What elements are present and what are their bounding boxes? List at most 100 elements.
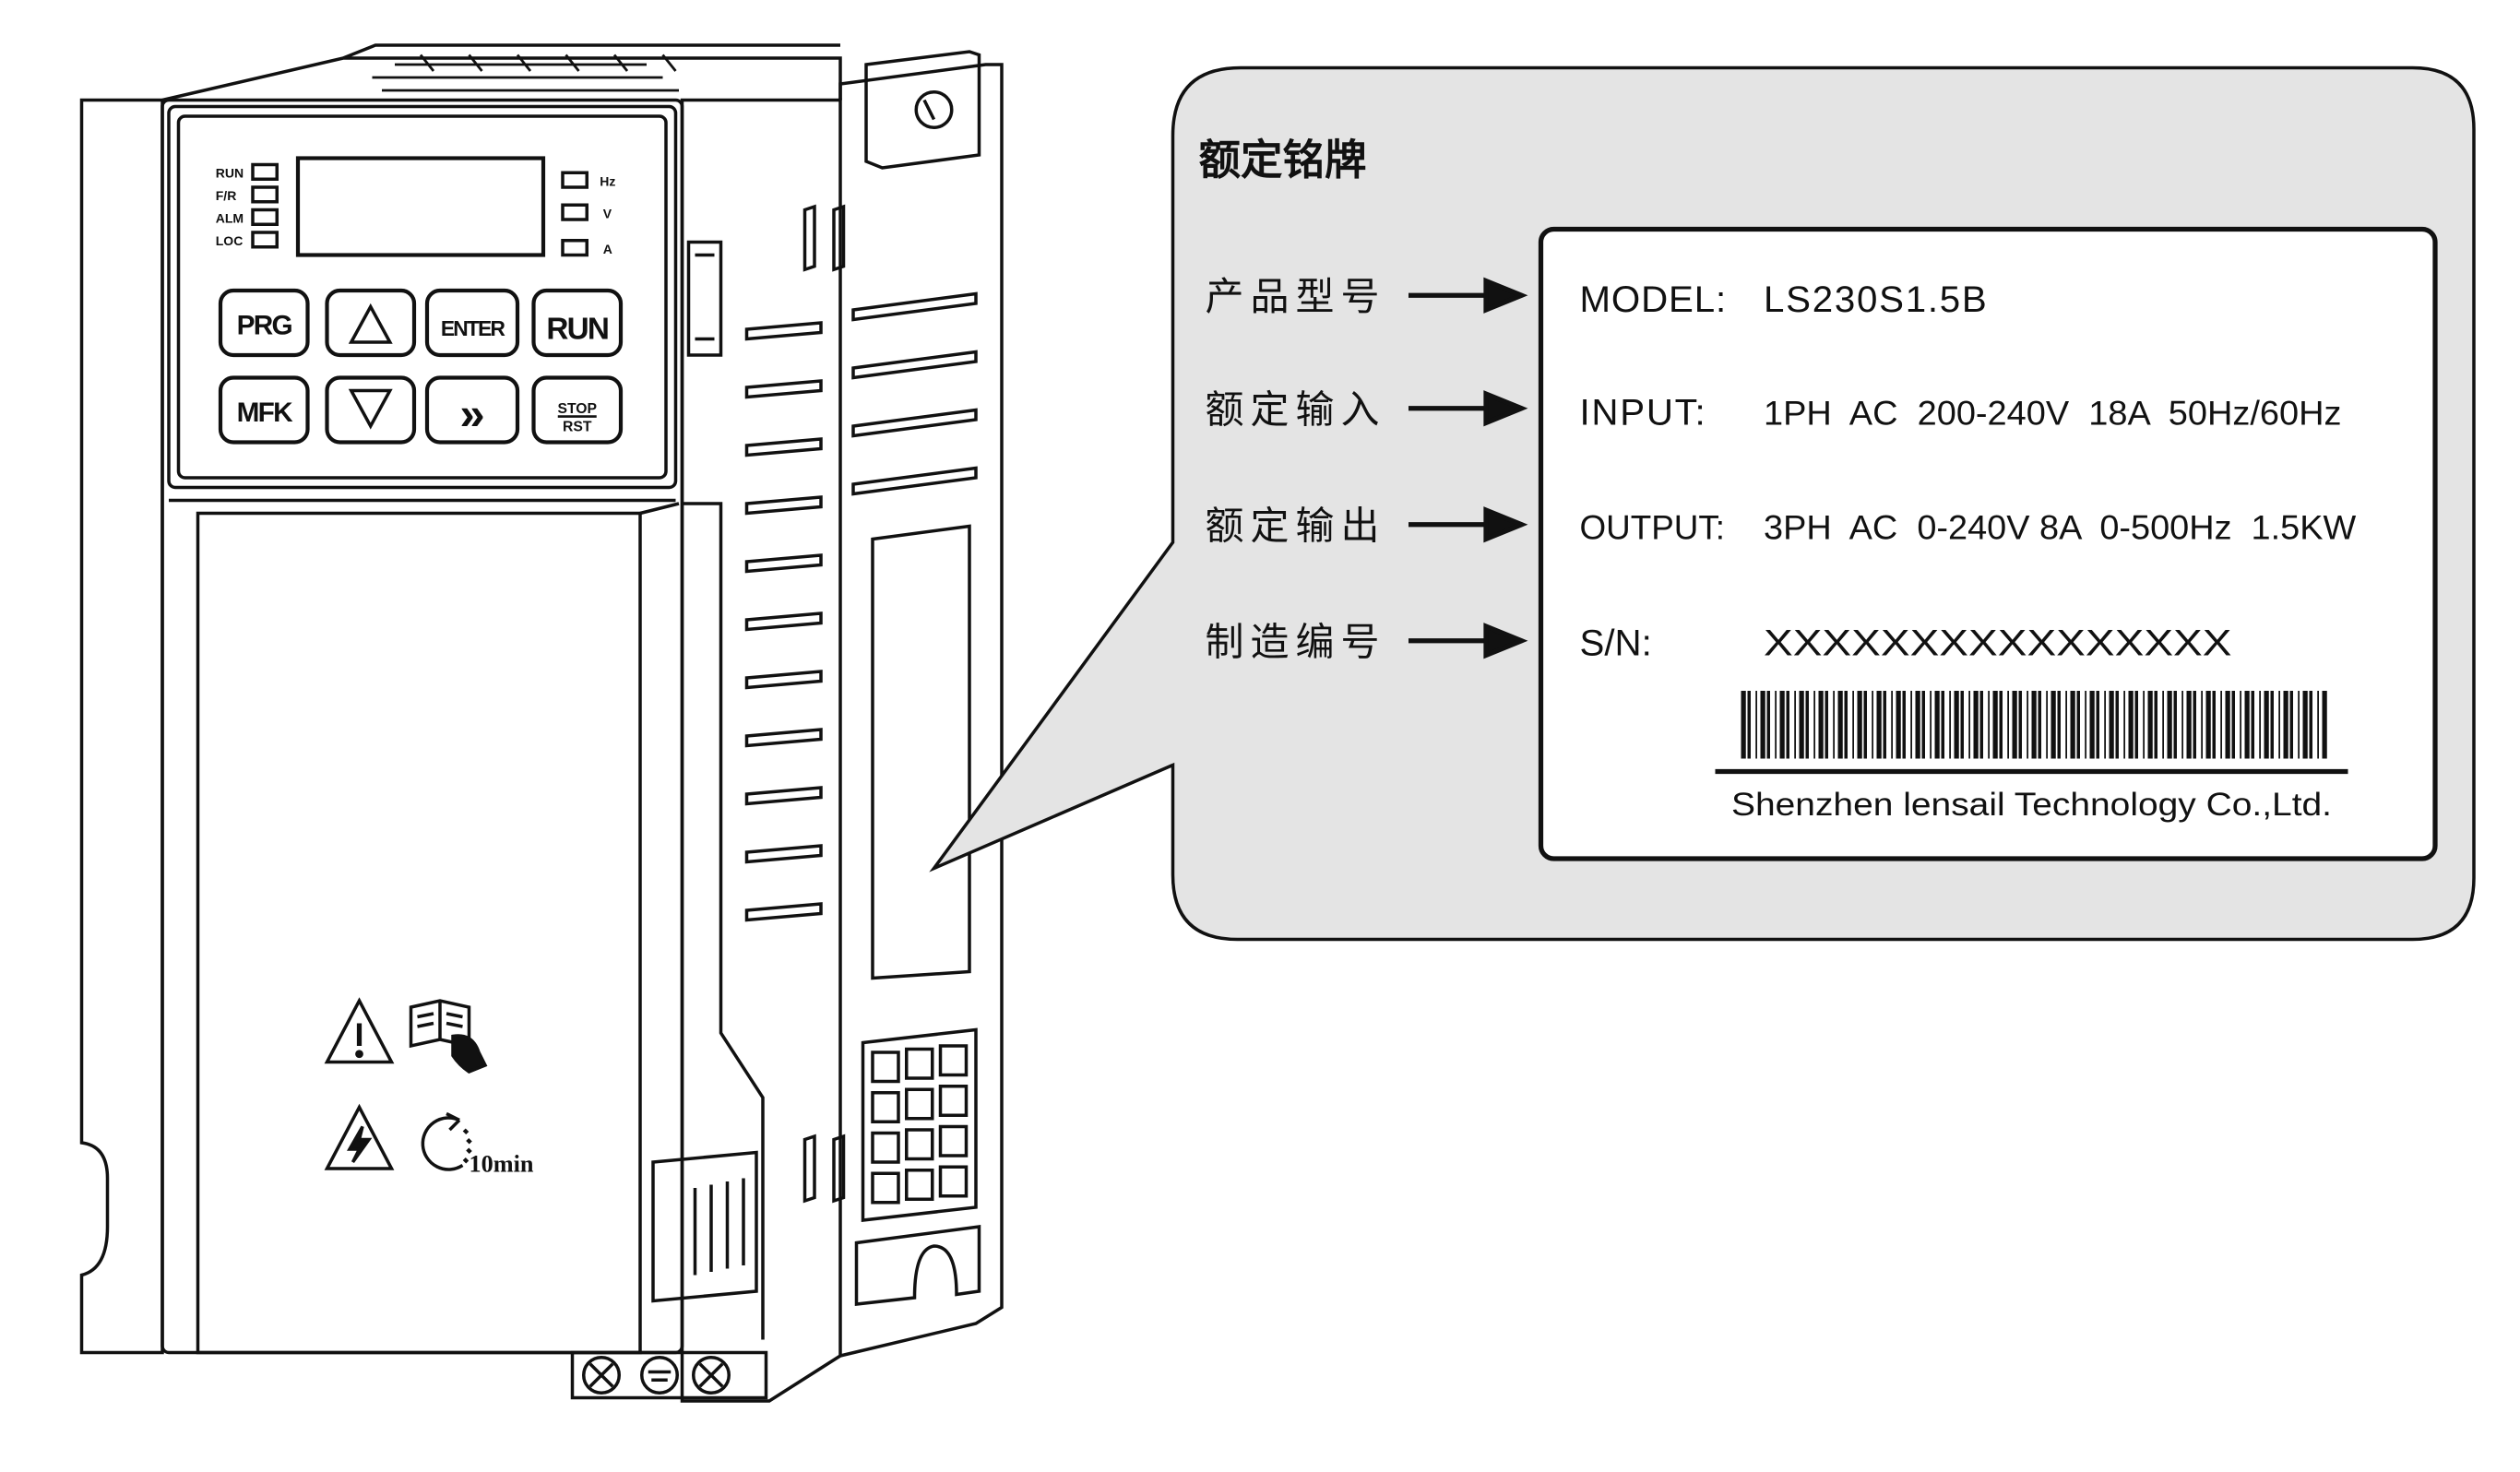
barcode-bar [2134,691,2138,759]
barcode-bar [1992,691,1998,759]
barcode-bar [1883,691,1886,759]
led-alm [251,208,279,226]
inverter-drawing [79,43,1004,1403]
arrow-icon [1483,506,1528,543]
arrow-icon [1483,277,1528,314]
led-label-v: V [603,206,612,220]
warning-symbols [324,997,488,1171]
barcode-bar [1910,691,1912,759]
terminal-cell [938,1165,969,1198]
barcode-bar [2278,691,2280,759]
enter-key[interactable] [424,288,520,358]
barcode-bar [1818,691,1824,759]
led-display [295,156,546,257]
barcode-bar [1755,691,1757,759]
barcode-bar [2231,691,2235,759]
barcode-bar [2038,691,2041,759]
mfk-key[interactable] [218,375,310,445]
barcode-bar [2173,691,2177,759]
barcode-bar [2007,691,2009,759]
barcode-bar [2220,691,2222,759]
barcode-bar [1825,691,1828,759]
top-vents [372,53,679,92]
led-label-a: A [603,242,612,256]
led-v [561,203,588,221]
barcode-bar [1799,691,1804,759]
down-key[interactable] [325,375,417,445]
vent-slot [744,321,823,341]
keypad-face [176,114,668,480]
callout-serial: 制造编号 [1206,620,1386,665]
nameplate-fields: MODEL: LS230S1.5B INPUT: 1PH AC 200-240V… [1580,279,2357,664]
barcode-bar [2244,691,2250,759]
barcode-bar [1852,691,1854,759]
led-hz [561,171,588,189]
callout-model: 产品型号 [1206,274,1386,319]
arrow-icon [1483,390,1528,427]
model-value: LS230S1.5B [1764,279,1989,320]
terminal-cell [871,1091,900,1123]
barcode-bar [2259,691,2261,759]
barcode-bar [1857,691,1862,759]
barcode-bar [1741,691,1746,759]
barcode-bar [1844,691,1848,759]
screw-icon-2 [692,1356,731,1395]
serial-value: XXXXXXXXXXXXXXXX [1764,623,2232,664]
vent-slot [851,291,978,322]
enter-key-label: ENTER [441,316,505,340]
barcode-bar [2298,691,2300,759]
barcode-bar [1891,691,1893,759]
keypad-bezel [167,104,678,490]
led-label-hz: Hz [600,173,615,188]
down-arrow-icon [348,388,393,430]
barcode-bar [1786,691,1789,759]
barcode-bar [2057,691,2061,759]
shift-key[interactable] [424,375,520,445]
barcode-bar [2240,691,2241,759]
bottom-mount-foot [854,1225,981,1306]
barcode-bar [1766,691,1770,759]
vent-slot [744,553,823,574]
run-key[interactable] [531,288,624,358]
left-mounting-flange [79,98,164,1355]
vent-slot [744,728,823,748]
barcode-bar [2050,691,2056,759]
discharge-time-label: 10min [470,1151,534,1178]
barcode-bar [2181,691,2183,759]
terminal-cover [651,1150,758,1303]
barcode-bar [1930,691,1932,759]
input-value: 1PH AC 200-240V 18A 50Hz/60Hz [1764,394,2342,432]
top-mount-bracket [864,50,981,170]
terminal-cell [905,1169,934,1201]
caution-triangle-icon [324,997,395,1064]
barcode-bar [2018,691,2022,759]
led-label-alm: ALM [216,211,244,226]
vent-slot [851,350,978,380]
barcode-bar [2147,691,2153,759]
up-key[interactable] [325,288,417,358]
terminal-cell [905,1128,934,1161]
rst-key-label: RST [563,419,592,434]
barcode-bar [1872,691,1873,759]
terminal-cell [905,1047,934,1080]
barcode-bar [2096,691,2099,759]
vent-slot [744,437,823,457]
side-body [680,98,842,1403]
barcode-bar [1921,691,1925,759]
prg-key[interactable] [218,288,310,358]
barcode-bar [2201,691,2203,759]
barcode-bar [2070,691,2075,759]
barcode-bar [2225,691,2230,759]
barcode-bar [2270,691,2274,759]
barcode-bar [2162,691,2164,759]
io-terminal-grid [861,1027,978,1222]
barcode-bar [2264,691,2269,759]
keypad-labels: RUN F/R ALM LOC Hz V A PRG ENTER RUN MFK… [216,166,616,440]
barcode-bar [2283,691,2288,759]
barcode-bar [1915,691,1920,759]
stop-reset-key[interactable] [531,375,624,445]
barcode-bar [2309,691,2312,759]
vent-slot [744,902,823,922]
led-loc [251,231,279,249]
serial-label: S/N: [1580,623,1652,664]
